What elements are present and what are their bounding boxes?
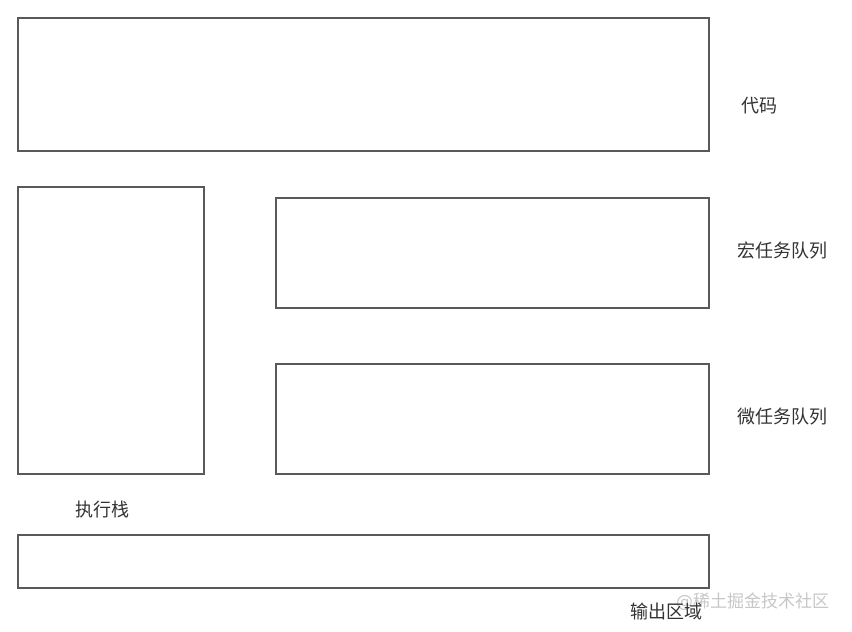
code-box	[17, 17, 710, 152]
call-stack-label: 执行栈	[75, 500, 129, 521]
macro-task-queue-box	[275, 197, 710, 309]
watermark-text: @稀土掘金技术社区	[676, 592, 829, 612]
micro-task-queue-label: 微任务队列	[737, 407, 827, 428]
micro-task-queue-box	[275, 363, 710, 475]
macro-task-queue-label: 宏任务队列	[737, 241, 827, 262]
output-box	[17, 534, 710, 589]
output-label: 输出区域	[630, 602, 702, 623]
code-label: 代码	[741, 96, 777, 117]
call-stack-box	[17, 186, 205, 475]
